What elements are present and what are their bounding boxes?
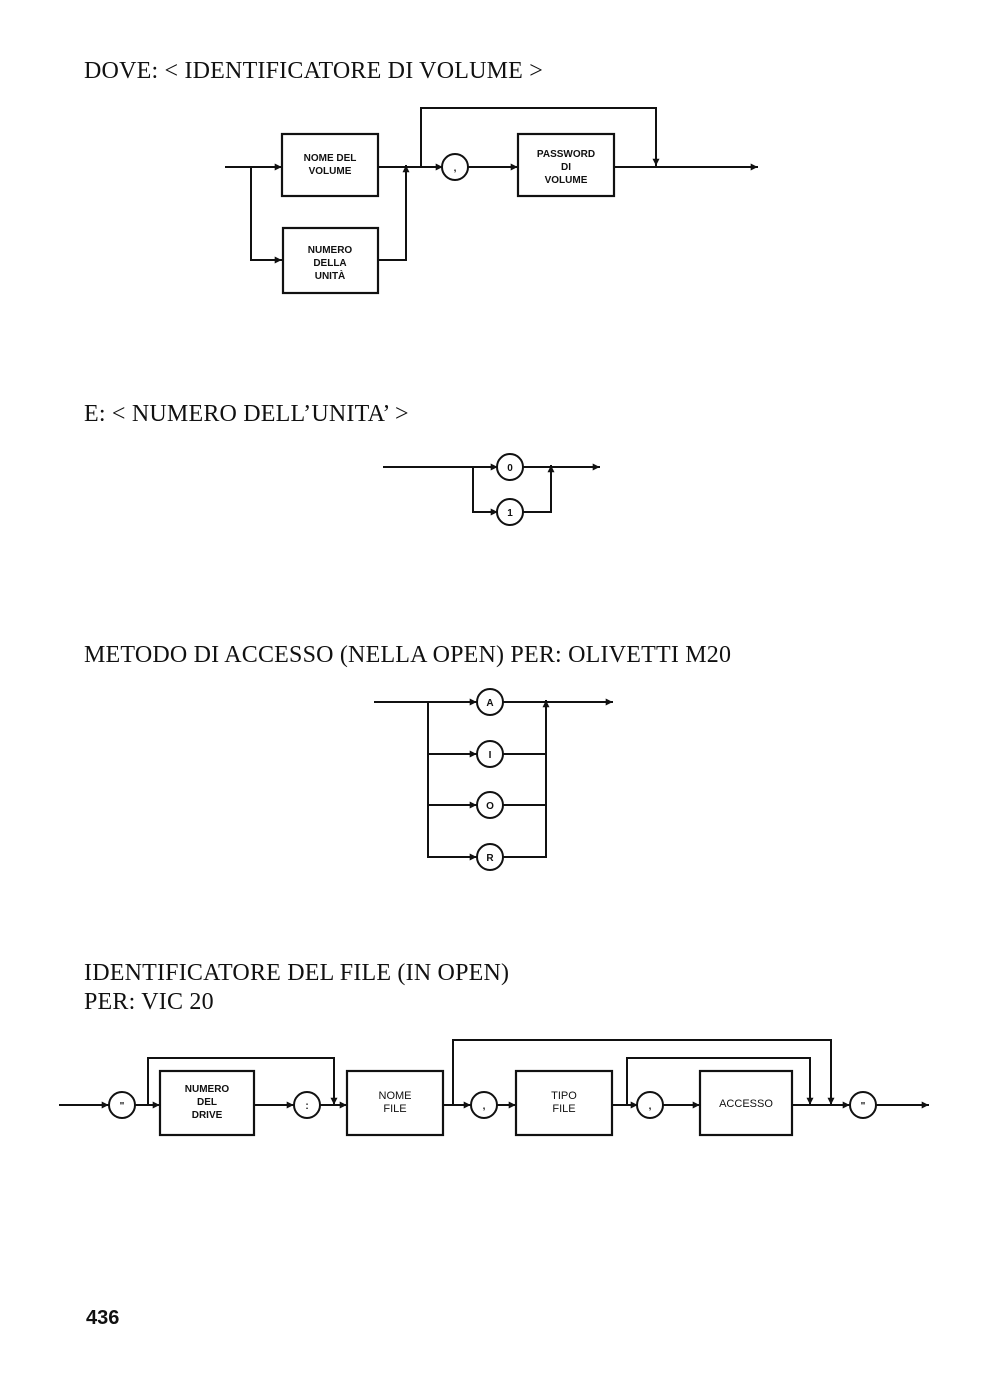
drive-number-label-line2: DEL (197, 1097, 217, 1108)
drive-number-box (158, 1069, 256, 1137)
file-identifier-diagram: " NUMERO DEL DRIVE : NOME FILE , TIPO FI… (59, 1039, 929, 1137)
file-type-label-line1: TIPO (551, 1090, 577, 1102)
volume-identifier-diagram: NOME DEL VOLUME NUMERO DELLA UNITÀ , PAS… (225, 107, 758, 295)
close-quote-label: " (861, 1101, 866, 1112)
file-name-box (345, 1069, 445, 1137)
comma-label-1: , (483, 1101, 486, 1112)
access-label: ACCESSO (719, 1098, 773, 1110)
option-r-label: R (486, 853, 494, 864)
volume-password-label-line3: VOLUME (545, 175, 588, 186)
file-type-box (514, 1069, 614, 1137)
section1-heading: DOVE: < IDENTIFICATORE DI VOLUME > (84, 58, 543, 84)
volume-name-box (280, 132, 380, 198)
volume-password-label-line2: DI (561, 162, 571, 173)
option-o-label: O (486, 801, 494, 812)
file-name-label-line1: NOME (379, 1090, 412, 1102)
drive-number-label-line1: NUMERO (185, 1084, 230, 1095)
section4-heading-line2: PER: VIC 20 (84, 989, 214, 1015)
option-a-label: A (486, 698, 493, 709)
file-type-label-line2: FILE (552, 1103, 575, 1115)
volume-name-label-line2: VOLUME (309, 166, 352, 177)
section2-heading: E: < NUMERO DELL’UNITA’ > (84, 401, 409, 427)
access-method-diagram: A I O R (374, 688, 613, 871)
file-name-label-line2: FILE (383, 1103, 406, 1115)
unit-number-label-line1: NUMERO (308, 245, 353, 256)
unit-number-label-line3: UNITÀ (315, 269, 346, 282)
colon-label: : (305, 1101, 308, 1112)
unit-number-label-line2: DELLA (313, 258, 346, 269)
open-quote-label: " (120, 1101, 125, 1112)
volume-password-label-line1: PASSWORD (537, 149, 595, 160)
volume-name-label-line1: NOME DEL (304, 153, 357, 164)
section3-heading: METODO DI ACCESSO (NELLA OPEN) PER: OLIV… (84, 642, 732, 668)
comma-label-2: , (649, 1101, 652, 1112)
drive-number-label-line3: DRIVE (192, 1110, 223, 1121)
unit-number-box (281, 226, 380, 295)
section4-heading-line1: IDENTIFICATORE DEL FILE (IN OPEN) (84, 960, 510, 986)
volume-password-box (516, 132, 616, 198)
option-i-label: I (489, 750, 492, 761)
unit-number-diagram: 0 1 (383, 453, 600, 526)
comma-separator-label: , (454, 163, 457, 174)
option-0-label: 0 (507, 463, 513, 474)
page-number: 436 (86, 1307, 120, 1329)
option-1-label: 1 (507, 508, 513, 519)
access-box (698, 1069, 794, 1137)
